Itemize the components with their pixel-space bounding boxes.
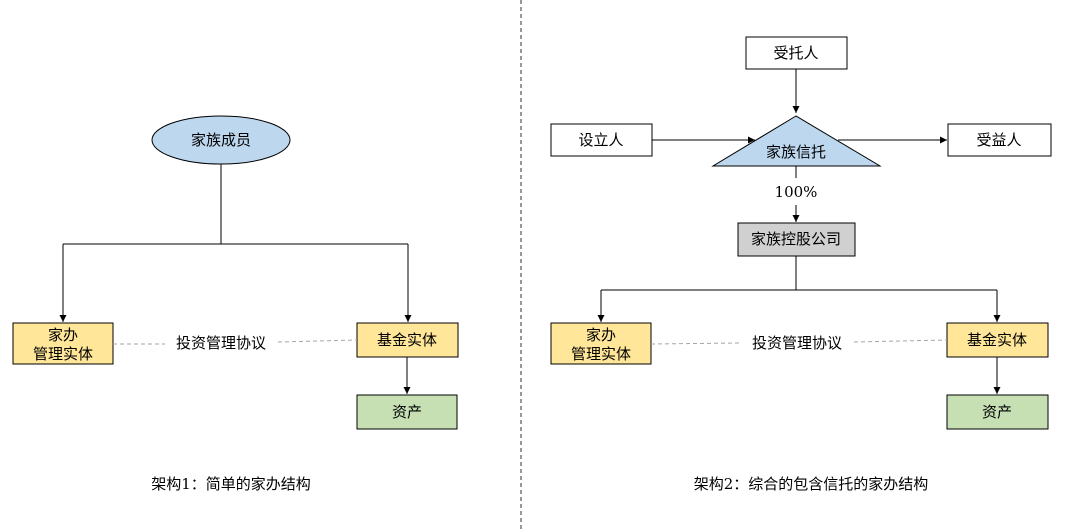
agreement-line	[277, 339, 358, 343]
asset-label: 资产	[392, 403, 422, 421]
family-office-node	[12, 322, 114, 365]
holding-company-node	[737, 222, 856, 257]
fund-entity-label: 基金实体	[967, 331, 1027, 349]
beneficiary-node	[947, 123, 1052, 157]
trustee-label: 受托人	[773, 44, 818, 62]
right-diagram: 受托人 设立人 家族信托 受益人 100% 家族控股公司 家办 管理实体 基金实…	[550, 36, 1052, 493]
family-members-label: 家族成员	[191, 131, 251, 149]
family-trust-label: 家族信托	[766, 143, 826, 161]
left-diagram: 家族成员 家办 管理实体 基金实体 投资管理协议 资产 架构1：简单的家办结构	[12, 115, 459, 493]
agreement-line	[650, 342, 741, 345]
holding-company-label: 家族控股公司	[751, 230, 841, 248]
family-office-label-line2: 管理实体	[571, 345, 631, 363]
family-office-label-line1: 家办	[586, 326, 616, 344]
caption-left: 架构1：简单的家办结构	[151, 475, 311, 493]
asset-node	[946, 394, 1049, 430]
settlor-node	[550, 123, 653, 157]
agreement-line	[853, 339, 948, 343]
family-office-label-line1: 家办	[48, 326, 78, 344]
beneficiary-label: 受益人	[976, 131, 1021, 149]
ownership-label: 100%	[775, 183, 818, 201]
settlor-label: 设立人	[578, 131, 623, 149]
fund-entity-node	[356, 322, 459, 358]
family-office-label-line2: 管理实体	[33, 345, 93, 363]
family-office-node	[550, 322, 652, 365]
fund-entity-label: 基金实体	[377, 331, 437, 349]
agreement-label: 投资管理协议	[752, 334, 842, 352]
asset-label: 资产	[982, 403, 1012, 421]
asset-node	[356, 394, 458, 430]
fund-entity-node	[946, 322, 1049, 358]
caption-right: 架构2：综合的包含信托的家办结构	[694, 475, 929, 493]
agreement-label: 投资管理协议	[176, 334, 266, 352]
